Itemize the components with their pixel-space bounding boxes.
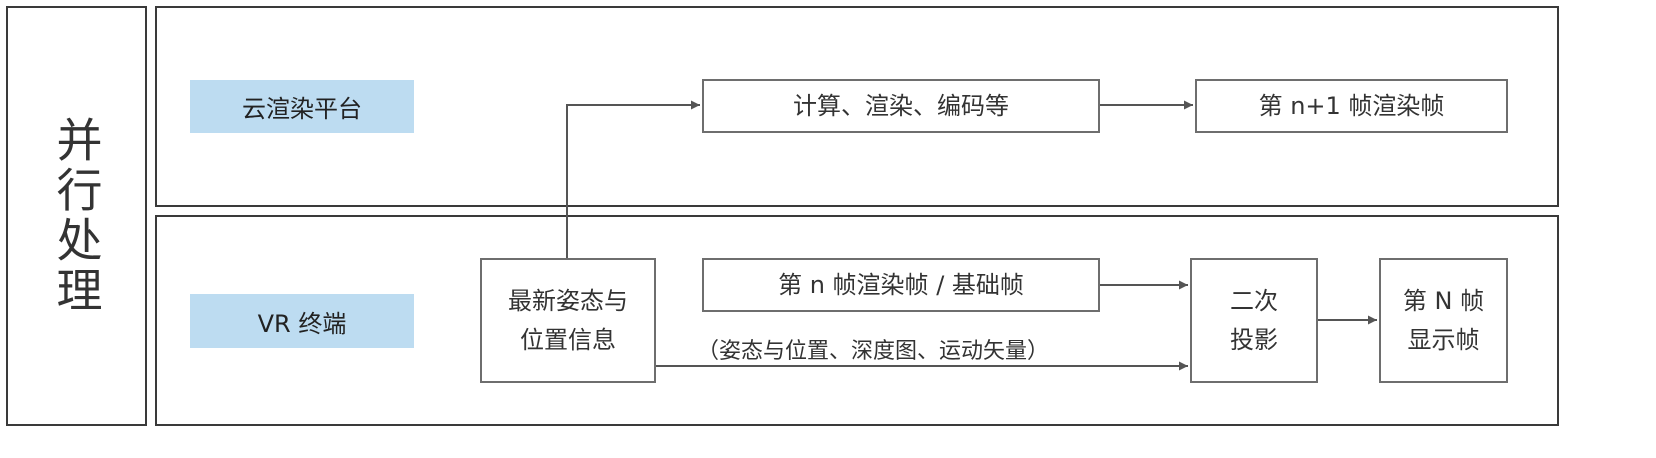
frame-n1-render-box: 第 n+1 帧渲染帧 bbox=[1195, 79, 1508, 133]
latest-pose-box: 最新姿态与 位置信息 bbox=[480, 258, 656, 383]
cloud-lane-label: 云渲染平台 bbox=[190, 80, 414, 133]
parallel-processing-panel: 并行处理 bbox=[6, 6, 147, 426]
parallel-processing-title: 并行处理 bbox=[49, 116, 104, 316]
compute-render-encode-box: 计算、渲染、编码等 bbox=[702, 79, 1100, 133]
frame-n-base-box: 第 n 帧渲染帧 / 基础帧 bbox=[702, 258, 1100, 312]
display-frame-box: 第 N 帧 显示帧 bbox=[1379, 258, 1508, 383]
pose-info-label: （姿态与位置、深度图、运动矢量） bbox=[697, 339, 1050, 364]
reprojection-box: 二次 投影 bbox=[1190, 258, 1318, 383]
arrow-pose-to-compute bbox=[566, 100, 700, 258]
vr-lane-label: VR 终端 bbox=[190, 294, 414, 348]
